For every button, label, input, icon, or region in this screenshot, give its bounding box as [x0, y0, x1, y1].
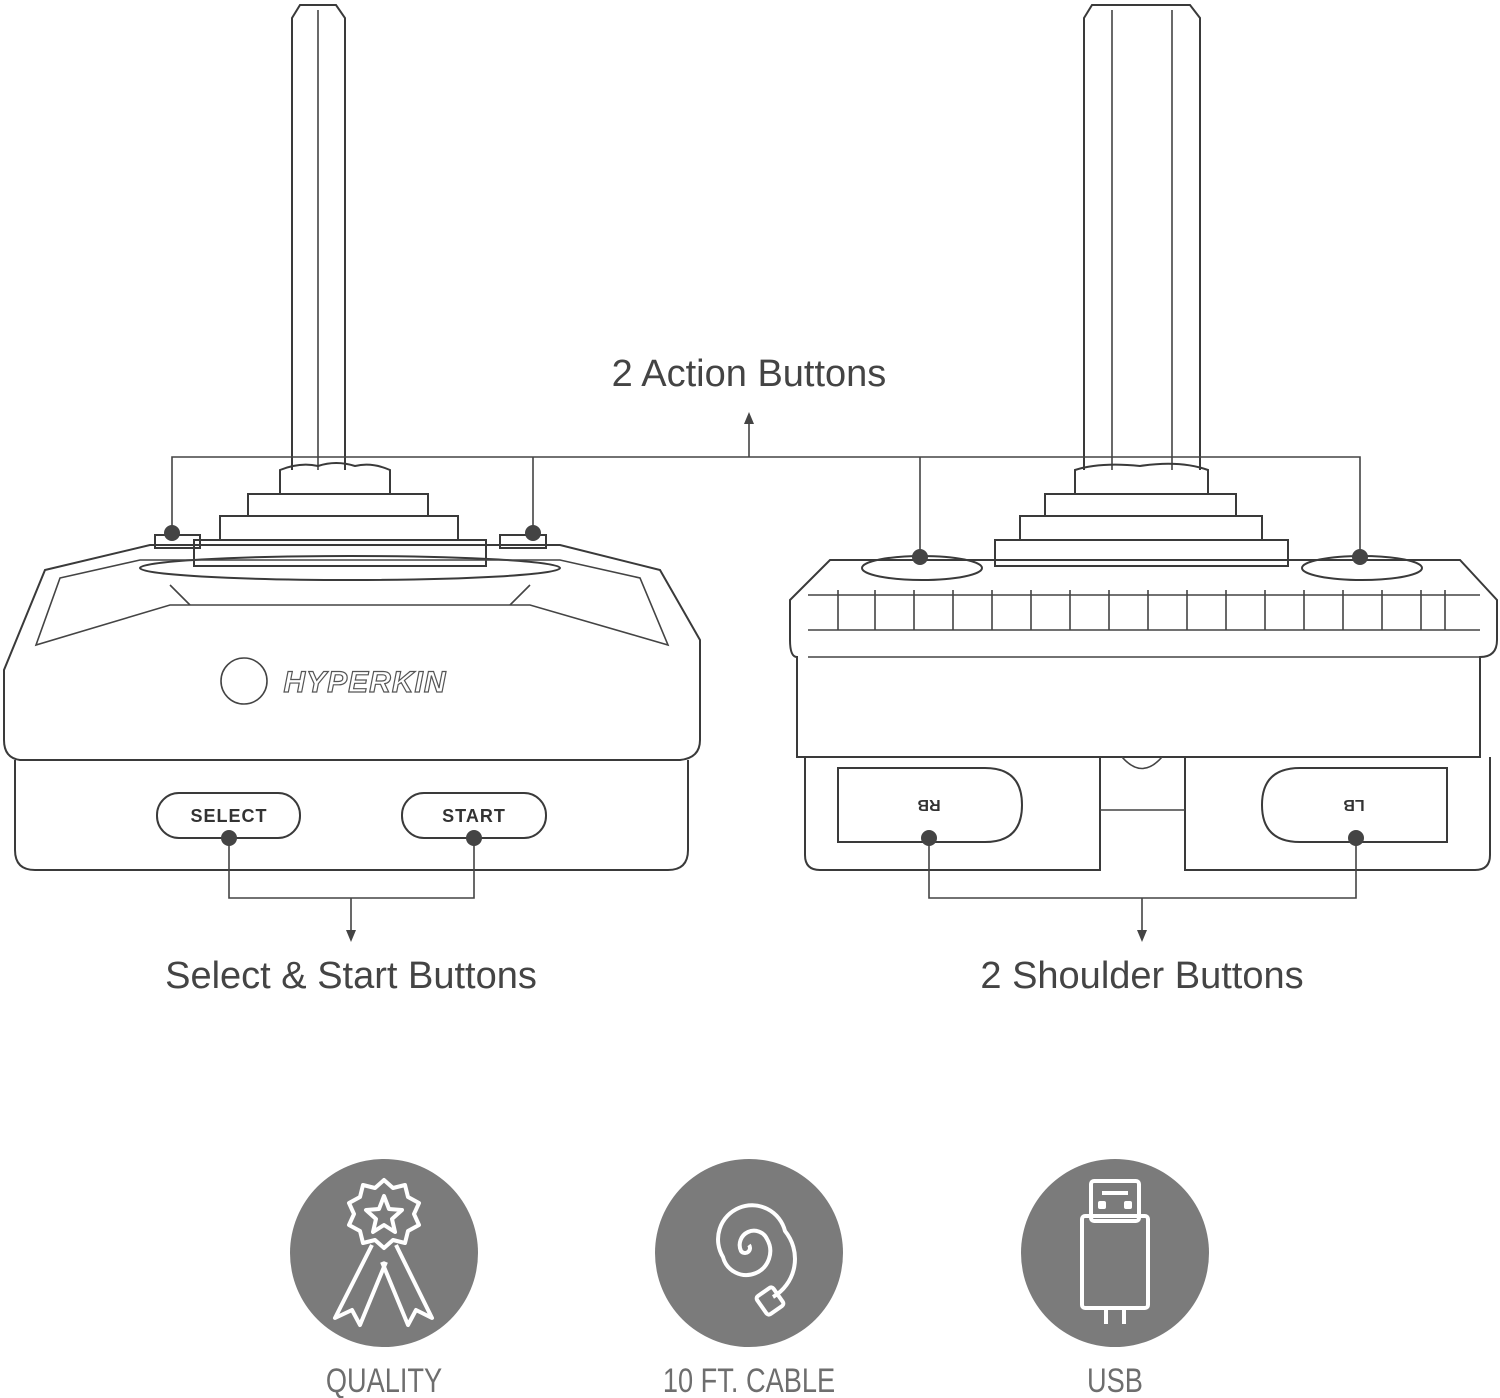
lb-button: [1260, 767, 1448, 843]
arrow-up-icon: [744, 412, 754, 424]
select-button-label: SELECT: [190, 806, 267, 826]
feature-usb: USB: [1021, 1159, 1209, 1398]
lb-button-label: LB: [1343, 796, 1364, 813]
award-ribbon-icon: [333, 1178, 434, 1327]
arrow-down-icon: [1137, 930, 1147, 942]
joystick-shaft: [291, 4, 346, 470]
feature-label: 10 FT. CABLE: [663, 1361, 835, 1398]
feature-cable: 10 FT. CABLE: [655, 1159, 843, 1398]
shoulder-buttons-callout: 2 Shoulder Buttons: [921, 830, 1364, 997]
hyperkin-logo: HYPERKIN: [220, 657, 446, 705]
feature-label: QUALITY: [326, 1361, 442, 1398]
grip-ridges: [837, 590, 1446, 630]
rb-button: [837, 767, 1024, 843]
shoulder-buttons-label: 2 Shoulder Buttons: [980, 955, 1303, 997]
controller-body: [789, 559, 1498, 758]
right-controller-back: RB LB: [789, 4, 1498, 871]
start-button-label: START: [442, 806, 506, 826]
arrow-down-icon: [346, 930, 356, 942]
joystick-shaft: [1083, 4, 1201, 470]
rb-button-label: RB: [917, 796, 940, 813]
controller-lower-body: [14, 760, 689, 871]
usb-plug-icon: [1080, 1179, 1150, 1324]
feature-quality: QUALITY: [290, 1159, 478, 1398]
select-start-callout: Select & Start Buttons: [165, 830, 537, 997]
action-buttons-callout: 2 Action Buttons: [164, 353, 1368, 565]
feature-label: USB: [1087, 1361, 1143, 1398]
controller-body: [3, 544, 701, 761]
left-controller-front: HYPERKIN SELECT START: [3, 4, 701, 871]
svg-text:HYPERKIN: HYPERKIN: [283, 666, 446, 699]
action-buttons-label: 2 Action Buttons: [612, 353, 887, 395]
select-start-label: Select & Start Buttons: [165, 955, 537, 997]
coiled-cable-icon: [716, 1203, 797, 1317]
